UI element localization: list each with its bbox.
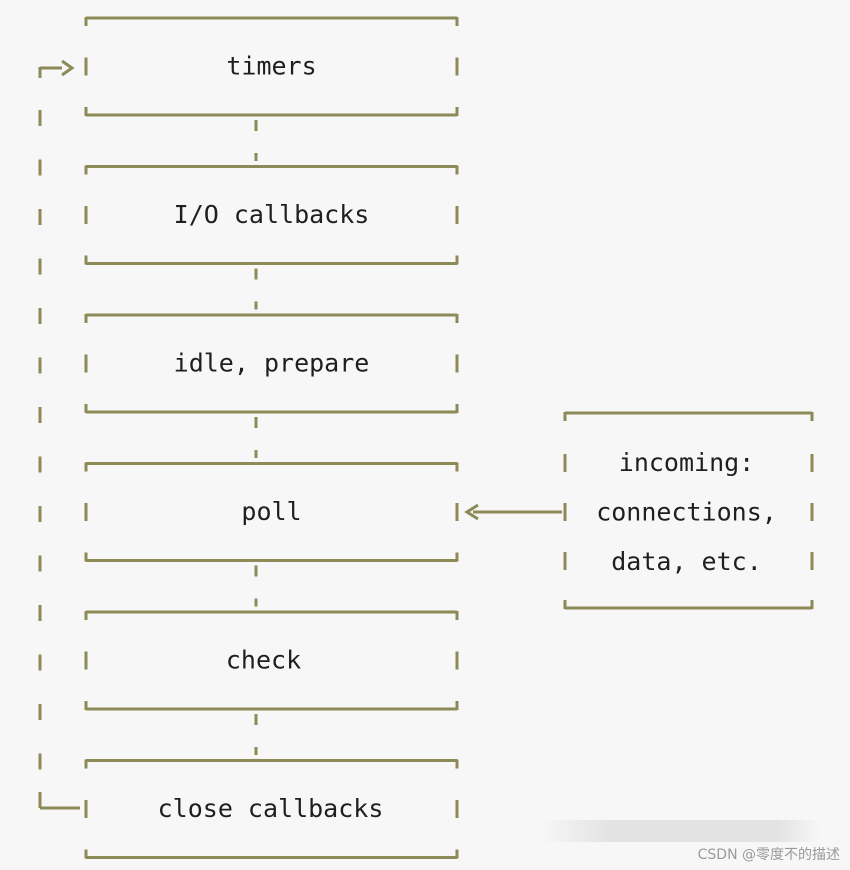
phase-box-io-callbacks: I/O callbacks (84, 165, 459, 265)
incoming-line-0: incoming: (619, 448, 754, 477)
phase-label-poll: poll (241, 497, 301, 526)
watermark-background (540, 820, 820, 842)
phase-box-poll: poll (84, 462, 459, 562)
incoming-to-poll-arrow (464, 503, 562, 521)
watermark-text: CSDN @零度不的描述 (697, 847, 840, 863)
loop-back-arrow (38, 59, 80, 810)
phase-label-idle-prepare: idle, prepare (174, 349, 370, 378)
incoming-line-2: data, etc. (611, 547, 762, 576)
phase-label-io-callbacks: I/O callbacks (174, 200, 370, 229)
phase-box-check: check (84, 610, 459, 711)
phase-box-timers: timers (84, 16, 459, 117)
phase-label-close-callbacks: close callbacks (158, 794, 384, 823)
phase-label-check: check (226, 646, 301, 675)
phase-box-close-callbacks: close callbacks (84, 759, 459, 859)
incoming-box: incoming: connections, data, etc. (563, 411, 814, 610)
phase-box-idle-prepare: idle, prepare (84, 313, 459, 414)
incoming-line-1: connections, (596, 498, 777, 527)
phase-label-timers: timers (226, 52, 316, 81)
